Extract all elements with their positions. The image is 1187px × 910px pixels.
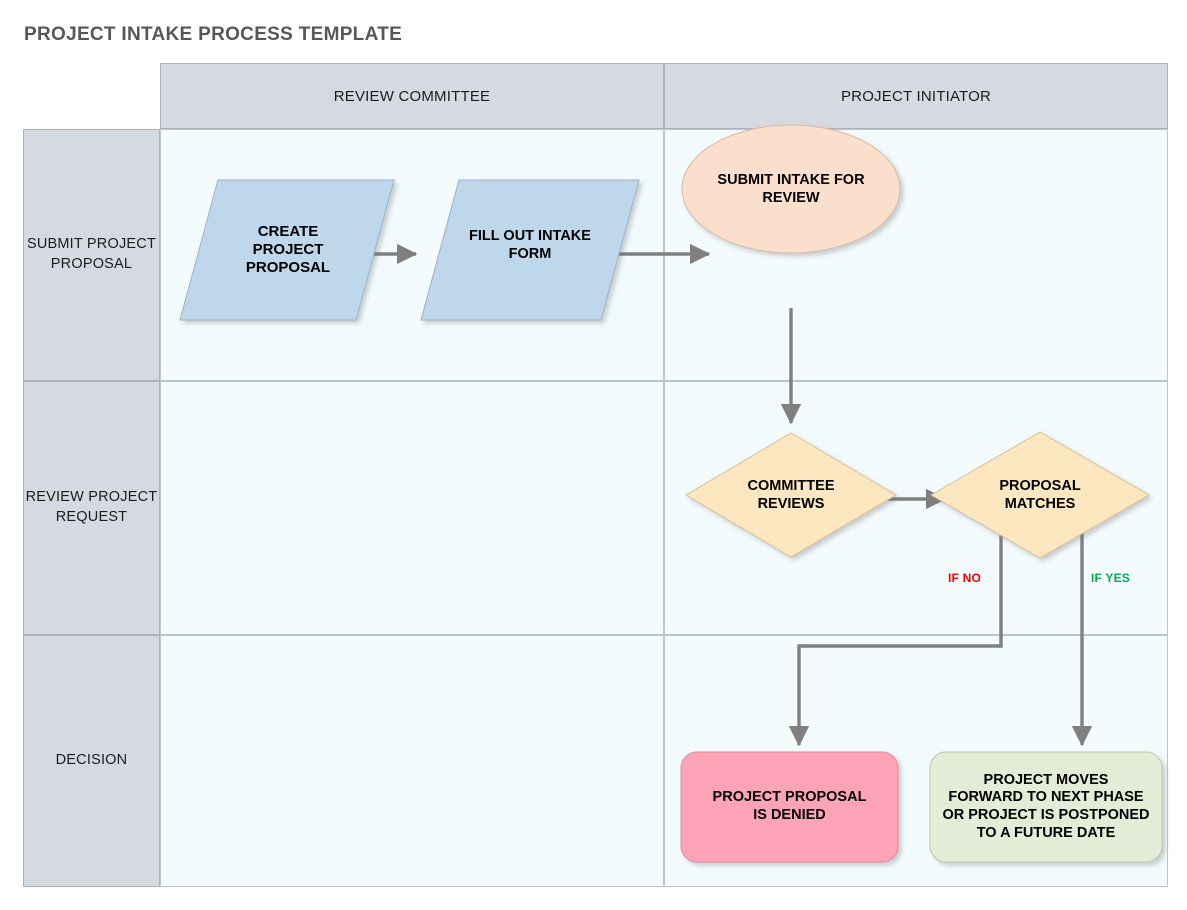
page-title: PROJECT INTAKE PROCESS TEMPLATE	[24, 24, 403, 45]
phase-header-label: REVIEW PROJECT REQUEST	[25, 489, 158, 525]
lane-header-project-initiator: PROJECT INITIATOR	[664, 63, 1168, 129]
shape-submit-intake-for-review[interactable]	[681, 124, 901, 254]
node-shape-layer	[179, 124, 1163, 863]
swimlane-diagram: REVIEW COMMITTEE PROJECT INITIATOR SUBMI…	[23, 63, 1168, 887]
phase-header-submit-project-proposal: SUBMIT PROJECT PROPOSAL	[23, 129, 160, 381]
shape-create-project-proposal[interactable]	[179, 179, 395, 321]
shape-fill-out-intake-form[interactable]	[420, 179, 640, 321]
connector-layer	[356, 243, 1093, 747]
edge-if-no	[788, 518, 1003, 747]
cell-review-committee-decision	[160, 635, 664, 887]
lane-header-review-committee: REVIEW COMMITTEE	[160, 63, 664, 129]
shape-proposal-matches[interactable]	[930, 431, 1150, 559]
phase-header-label: DECISION	[55, 752, 128, 769]
phase-header-review-project-request: REVIEW PROJECT REQUEST	[23, 381, 160, 635]
edge-label-if-yes: IF YES	[1091, 571, 1130, 585]
edge-label-if-no: IF NO	[948, 571, 981, 585]
cell-review-committee-review	[160, 381, 664, 635]
phase-header-label: SUBMIT PROJECT PROPOSAL	[26, 236, 157, 272]
shape-committee-reviews[interactable]	[685, 432, 897, 558]
lane-header-label: PROJECT INITIATOR	[840, 87, 992, 105]
lane-header-label: REVIEW COMMITTEE	[333, 87, 491, 105]
shape-project-moves-forward[interactable]	[929, 751, 1163, 863]
phase-header-decision: DECISION	[23, 635, 160, 887]
shape-project-proposal-is-denied[interactable]	[680, 751, 899, 863]
